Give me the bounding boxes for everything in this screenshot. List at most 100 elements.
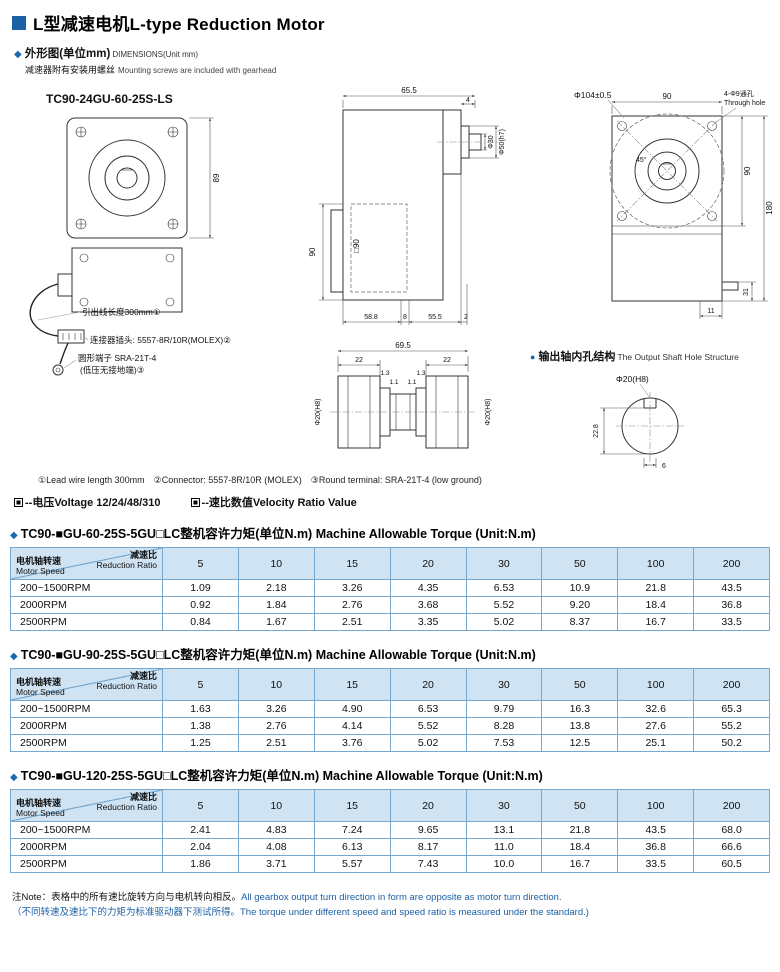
motor-speed-cell: 2000RPM (10, 838, 163, 856)
torque-section-gu60: ◆TC90-■GU-60-25S-5GU□LC整机容许力矩(单位N.m) Mac… (10, 523, 770, 631)
ratio-header-cell: 30 (465, 789, 543, 822)
torque-value-cell: 13.1 (465, 821, 543, 839)
voltage-ratio-legend: --电压Voltage 12/24/48/310--速比数值Velocity R… (14, 494, 770, 510)
note-line-1: 注Note：表格中的所有速比旋转方向与电机转向相反。All gearbox ou… (12, 891, 770, 906)
torque-value-cell: 1.38 (162, 717, 239, 735)
shaft-hole-dims: Φ20(H8) 22.8 6 (593, 374, 666, 470)
torque-section-gu90: ◆TC90-■GU-90-25S-5GU□LC整机容许力矩(单位N.m) Mac… (10, 644, 770, 752)
dim-1-1-right-label: 1.1 (407, 379, 416, 386)
note-line-2: （不同转速及速比下的力矩为标准驱动器下测试所得。The torque under… (12, 906, 589, 918)
flange-outline (66, 117, 188, 239)
table-title-text: TC90-■GU-60-25S-5GU□LC整机容许力矩(单位N.m) Mach… (20, 527, 536, 541)
dim-90-top-label: 90 (663, 92, 672, 101)
torque-value-cell: 21.8 (617, 579, 695, 597)
torque-value-cell: 11.0 (465, 838, 543, 856)
dim-phi50-label: Φ50(h7) (499, 129, 506, 155)
torque-value-cell: 5.02 (389, 734, 467, 752)
dim-65-5-label: 65.5 (401, 86, 417, 95)
table-title-text: TC90-■GU-90-25S-5GU□LC整机容许力矩(单位N.m) Mach… (20, 648, 536, 662)
shaft-section-drawing: 69.5 22 22 1.3 1.1 1.1 1.3 Φ20(H8) Φ20(H… (315, 341, 492, 449)
dia-20-hole-label: Φ20(H8) (616, 374, 649, 384)
torque-value-cell: 5.52 (389, 717, 467, 735)
ratio-header-cell: 200 (693, 547, 770, 580)
terminal-label: 圆形端子 SRA-21T-4 (78, 353, 157, 363)
ratio-header-cell: 50 (541, 547, 619, 580)
torque-value-cell: 32.6 (617, 700, 695, 718)
dim-31-label: 31 (743, 288, 750, 296)
dim-22-8-label: 22.8 (593, 424, 600, 438)
ratio-header-cell: 20 (389, 547, 467, 580)
page-title: L型减速电机L-type Reduction Motor (33, 15, 325, 34)
front-view-drawing: 89 引出线长度300mm① 连接器插头 (29, 117, 231, 376)
torque-value-cell: 13.8 (541, 717, 619, 735)
rear-outline (609, 113, 739, 302)
torque-value-cell: 5.02 (465, 613, 543, 631)
motor-speed-cell: 2000RPM (10, 717, 163, 735)
dia-104-label: Φ104±0.5 (574, 90, 612, 100)
torque-value-cell: 6.53 (389, 700, 467, 718)
torque-value-cell: 18.4 (541, 838, 619, 856)
torque-value-cell: 12.5 (541, 734, 619, 752)
ratio-header-cell: 200 (693, 789, 770, 822)
torque-value-cell: 3.68 (389, 596, 467, 614)
torque-value-cell: 65.3 (693, 700, 770, 718)
ratio-header-cell: 5 (162, 668, 239, 701)
side-dims: 65.5 4 Φ30 Φ50(h7) 90 □90 58.8 8 (308, 86, 506, 325)
ratio-header-cell: 10 (237, 668, 315, 701)
ratio-header-cell: 10 (237, 547, 315, 580)
motor-back-outline (57, 247, 183, 313)
connector-label: 连接器插头: 5557-8R/10R(MOLEX)② (90, 335, 231, 345)
dim-1-3-left-label: 1.3 (380, 370, 389, 377)
dim-phi30-label: Φ30 (488, 135, 495, 148)
datasheet-page: L型减速电机L-type Reduction Motor ◆外形图(单位mm)D… (10, 15, 774, 918)
ratio-header-cell: 20 (389, 789, 467, 822)
ratio-header-cell: 50 (541, 789, 619, 822)
torque-value-cell: 7.53 (465, 734, 543, 752)
dim-89-label: 89 (212, 173, 221, 182)
dim-90-right-label: 90 (743, 166, 752, 175)
terminal-label-2: (低压无接地端)③ (80, 365, 144, 375)
table-title-gu120: ◆TC90-■GU-120-25S-5GU□LC整机容许力矩(单位N.m) Ma… (10, 765, 770, 784)
ratio-header-cell: 5 (162, 789, 239, 822)
dim-4-label: 4 (466, 97, 470, 104)
holes-label: 4-Φ9通孔 (724, 89, 754, 98)
torque-value-cell: 2.51 (313, 613, 391, 631)
torque-value-cell: 0.92 (162, 596, 239, 614)
torque-value-cell: 4.83 (237, 821, 315, 839)
holes-label-en: Through hole (724, 100, 765, 107)
torque-value-cell: 7.43 (389, 855, 467, 873)
angle-45-label: 45° (636, 156, 647, 164)
shaft-hole-title-cn: 输出轴内孔结构 (538, 351, 616, 363)
torque-value-cell: 1.84 (237, 596, 315, 614)
ratio-header-cell: 200 (693, 668, 770, 701)
dimensions-heading: ◆外形图(单位mm)DIMENSIONS(Unit mm) (14, 45, 770, 61)
torque-value-cell: 1.67 (237, 613, 315, 631)
torque-value-cell: 43.5 (617, 821, 695, 839)
dim-22-left-label: 22 (355, 357, 363, 364)
torque-value-cell: 2.18 (237, 579, 315, 597)
torque-value-cell: 18.4 (617, 596, 695, 614)
torque-value-cell: 7.24 (313, 821, 391, 839)
motor-speed-cell: 2000RPM (10, 596, 163, 614)
ratio-header-cell: 50 (541, 668, 619, 701)
motor-speed-cell: 200~1500RPM (10, 579, 163, 597)
dim-89: 89 (189, 117, 221, 239)
torque-value-cell: 16.3 (541, 700, 619, 718)
table-title-gu60: ◆TC90-■GU-60-25S-5GU□LC整机容许力矩(单位N.m) Mac… (10, 523, 770, 542)
dim-8-label: 8 (403, 314, 407, 321)
torque-value-cell: 1.86 (162, 855, 239, 873)
dim-11-label: 11 (707, 308, 714, 315)
ratio-legend-text: --速比数值Velocity Ratio Value (201, 497, 357, 509)
torque-value-cell: 25.1 (617, 734, 695, 752)
